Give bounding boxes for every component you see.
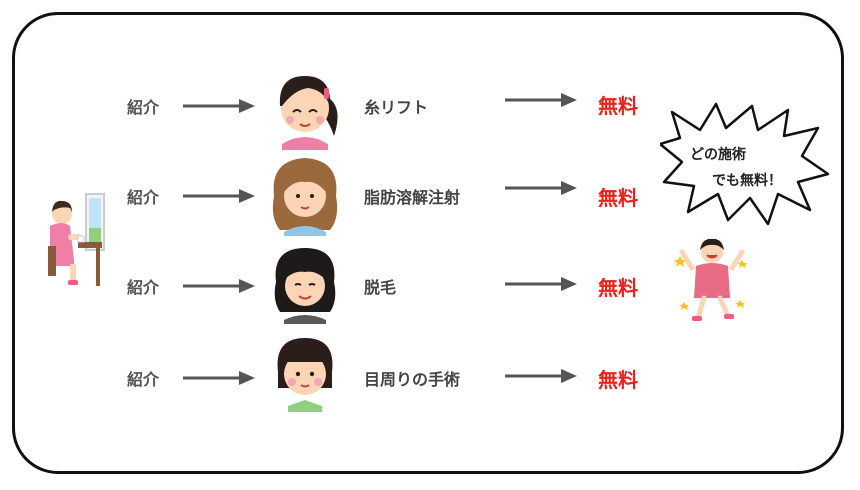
arrow-right-icon [505,93,577,107]
intro-label: 紹介 [127,188,160,207]
arrow-right-icon [183,99,255,113]
referral-row-1: 紹介 糸リフト 無料 [0,62,860,150]
bubble-line-1: どの施術 [690,147,746,163]
arrow-right-icon [183,371,255,385]
jumping-happy-woman-icon [674,238,747,321]
arrow-right-icon [183,189,255,203]
referral-row-3: 紹介 脱毛 無料 [0,246,860,326]
woman-face-ponytail-icon [279,76,338,150]
treatment-label: 糸リフト [364,98,429,117]
price-label: 無料 [598,186,638,210]
referral-row-2: 紹介 脂肪溶解注射 無料 [0,154,860,236]
intro-label: 紹介 [127,98,160,117]
woman-sitting-at-table-icon [48,193,105,286]
bubble-line-2: でも無料！ [712,173,782,189]
price-label: 無料 [598,94,638,118]
arrow-right-icon [505,181,577,195]
arrow-right-icon [505,369,577,383]
price-label: 無料 [598,368,638,392]
price-label: 無料 [598,276,638,300]
treatment-label: 脂肪溶解注射 [364,188,461,207]
arrow-right-icon [183,279,255,293]
spiky-bubble-shape [660,102,830,226]
speech-bubble: どの施術 でも無料！ [660,100,830,230]
intro-label: 紹介 [127,278,160,297]
treatment-label: 目周りの手術 [364,370,461,389]
treatment-label: 脱毛 [364,278,397,297]
older-woman-face-icon [274,248,336,324]
arrow-right-icon [505,277,577,291]
woman-face-wavy-hair-icon [272,158,338,236]
referral-row-4: 紹介 目周りの手術 無料 [0,338,860,418]
intro-label: 紹介 [127,370,160,389]
woman-face-bob-icon [277,338,333,412]
